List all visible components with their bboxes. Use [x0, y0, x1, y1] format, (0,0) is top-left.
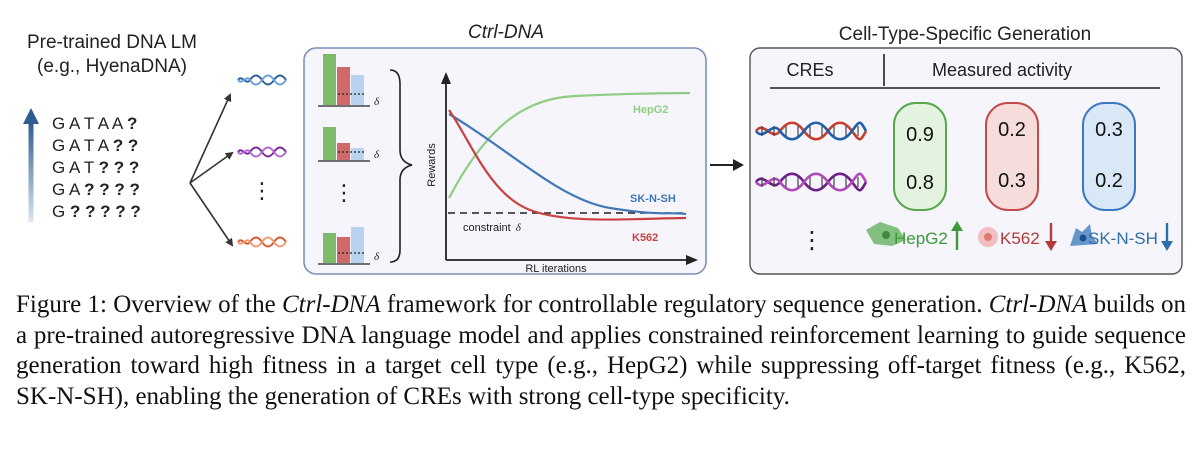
- legend-label: K562: [1000, 229, 1040, 248]
- sample-arrow: [189, 151, 234, 184]
- caption-figure-label: Figure 1: Overview of the: [16, 291, 282, 318]
- hepg2-cell-icon: [866, 222, 906, 246]
- more-cres-dots: ⋮: [800, 227, 824, 254]
- ctrl-dna-panel: [303, 47, 707, 275]
- activity-value: 0.9: [906, 124, 934, 146]
- reward-bars-group: δ: [318, 54, 380, 108]
- ctrl-dna-title: Ctrl-DNA: [468, 22, 544, 43]
- hepg2-curve: [448, 91, 691, 199]
- series-label-k562: K562: [632, 232, 658, 244]
- activity-value: 0.2: [1095, 170, 1123, 192]
- sequence-row: G A T ? ? ?: [52, 158, 139, 177]
- cellgen-panel: [749, 47, 1183, 275]
- pretrained-title-line1: Pre-trained DNA LM: [27, 32, 197, 53]
- k562-cell-icon: [978, 227, 998, 247]
- cres-header: CREs: [786, 60, 833, 80]
- sequence-row: G ? ? ? ? ?: [52, 202, 141, 221]
- caption-text: builds on a pre-trained autoregressive D…: [16, 291, 1187, 410]
- more-bars-dots: ⋮: [333, 180, 355, 205]
- sknsh-cell-icon: [1070, 224, 1098, 246]
- svg-text:δ: δ: [374, 251, 380, 263]
- sknsh-activity-capsule: 0.3 0.2: [1082, 102, 1136, 211]
- down-arrow-icon: [1161, 223, 1173, 251]
- dna-sample-icon: [237, 74, 287, 86]
- figure-caption: Figure 1: Overview of the Ctrl-DNA frame…: [16, 290, 1186, 412]
- grouping-brace: [389, 69, 413, 263]
- series-label-sknsh: SK-N-SH: [630, 193, 676, 205]
- flow-arrowhead: [733, 159, 744, 171]
- sample-arrow: [189, 182, 234, 247]
- cre-dna-icon: [754, 172, 868, 192]
- legend-label: HepG2: [894, 229, 948, 248]
- activity-value: 0.8: [906, 172, 934, 194]
- generation-direction-arrowhead: [23, 108, 39, 124]
- measured-activity-header: Measured activity: [932, 60, 1072, 80]
- more-samples-dots: ⋮: [251, 178, 273, 203]
- activity-value: 0.3: [998, 170, 1026, 192]
- caption-ctrl-dna: Ctrl-DNA: [988, 291, 1088, 318]
- series-label-hepg2: HepG2: [633, 104, 668, 116]
- activity-value: 0.2: [998, 119, 1026, 141]
- x-axis-arrowhead: [686, 255, 698, 265]
- overview-figure: Pre-trained DNA LM (e.g., HyenaDNA) G A …: [23, 22, 1183, 275]
- sampling-section: ⋮: [189, 74, 287, 248]
- reward-bars-group: δ: [318, 227, 380, 265]
- autoregressive-sequences: G A T A A ? G A T A ? ? G A T ? ? ? G A …: [52, 114, 141, 221]
- reward-bars-group: δ: [318, 127, 380, 162]
- x-axis-label: RL iterations: [525, 263, 587, 275]
- svg-text:δ: δ: [374, 149, 380, 161]
- activity-value: 0.3: [1095, 119, 1123, 141]
- sample-arrow: [189, 93, 232, 184]
- y-axis-arrowhead: [441, 72, 451, 84]
- caption-text: framework for controllable regulatory se…: [380, 291, 989, 318]
- legend-k562: K562: [978, 223, 1057, 251]
- sequence-row: G A T A A ?: [52, 114, 137, 133]
- sknsh-curve: [448, 113, 687, 216]
- cellgen-title: Cell-Type-Specific Generation: [839, 24, 1091, 45]
- svg-text:δ: δ: [374, 96, 380, 108]
- pretrained-title-line2: (e.g., HyenaDNA): [37, 56, 187, 77]
- caption-ctrl-dna: Ctrl-DNA: [281, 291, 381, 318]
- legend-sknsh: SK-N-SH: [1070, 223, 1173, 251]
- legend-label: SK-N-SH: [1088, 229, 1158, 248]
- cre-dna-icon: [754, 121, 868, 141]
- dna-sample-icon: [237, 146, 287, 158]
- sequence-row: G A T A ? ?: [52, 136, 138, 155]
- k562-curve: [448, 109, 687, 221]
- up-arrow-icon: [951, 221, 963, 250]
- pretrained-section: Pre-trained DNA LM (e.g., HyenaDNA) G A …: [23, 32, 197, 222]
- sequence-row: G A ? ? ? ?: [52, 180, 140, 199]
- legend-hepg2: HepG2: [866, 221, 963, 250]
- y-axis-label: Rewards: [426, 143, 438, 187]
- hepg2-activity-capsule: 0.9 0.8: [893, 102, 947, 211]
- k562-activity-capsule: 0.2 0.3: [985, 102, 1039, 211]
- dna-sample-icon: [237, 236, 287, 248]
- generation-direction-arrow: [28, 122, 34, 222]
- down-arrow-icon: [1045, 223, 1057, 251]
